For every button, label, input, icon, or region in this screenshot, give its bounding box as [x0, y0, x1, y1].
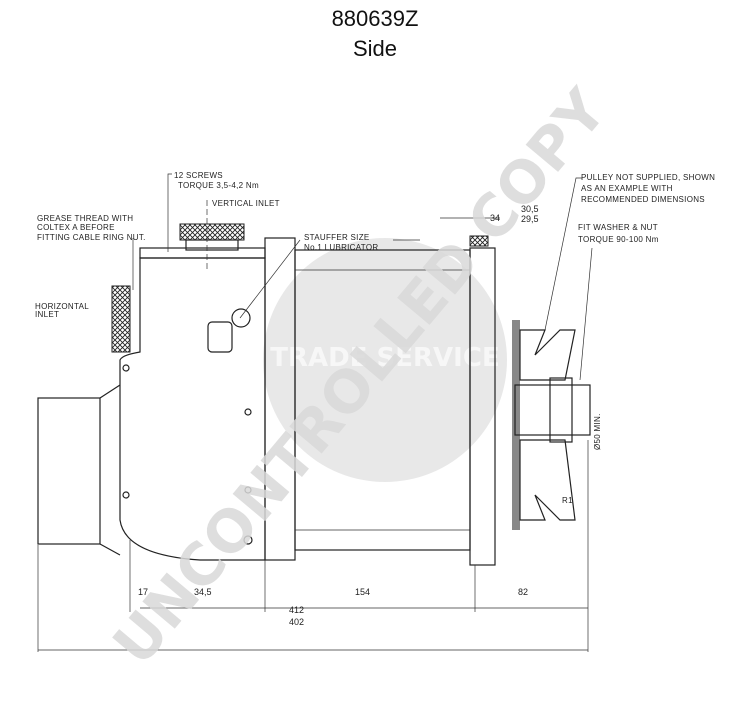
dim-154: 154 — [355, 587, 370, 597]
dim-412: 412 — [289, 605, 304, 615]
view-subtitle: Side — [352, 36, 398, 61]
label-grease-1: GREASE THREAD WITH — [37, 214, 133, 223]
shaft — [514, 384, 591, 436]
label-grease-3: FITTING CABLE RING NUT. — [37, 233, 146, 242]
end-housing — [119, 257, 266, 561]
dim-34-5: 34,5 — [194, 587, 212, 597]
leader-lines — [132, 173, 593, 381]
label-horizontal-1: HORIZONTAL — [35, 302, 89, 311]
alternator-side-view — [37, 200, 591, 566]
label-horizontal-2: INLET — [35, 310, 59, 319]
label-stauffer-1: STAUFFER SIZE — [304, 233, 370, 242]
outlet-nozzle — [37, 397, 101, 545]
label-pulley-2: AS AN EXAMPLE WITH — [581, 184, 673, 193]
shaft-nut — [549, 377, 573, 443]
watermark-seal-text: TRADE SERVICE — [270, 343, 499, 373]
dim-30-5: 30,5 — [521, 204, 539, 214]
label-screws-torque: TORQUE 3,5-4,2 Nm — [178, 181, 259, 190]
label-pulley-1: PULLEY NOT SUPPLIED, SHOWN — [581, 173, 715, 182]
dim-17: 17 — [138, 587, 148, 597]
label-shaft-diameter: Ø50 MIN. — [593, 413, 602, 450]
lubricator — [207, 321, 233, 353]
label-washer-2: TORQUE 90-100 Nm — [578, 235, 659, 244]
pulley-lower — [519, 439, 576, 521]
label-screws-count: 12 SCREWS — [174, 171, 223, 180]
label-grease-2: COLTEX A BEFORE — [37, 223, 115, 232]
label-vertical-inlet: VERTICAL INLET — [212, 199, 280, 208]
watermark-seal: TRADE SERVICE — [263, 238, 507, 482]
label-stauffer-2: No.1 LUBRICATOR — [304, 243, 378, 252]
dim-29-5: 29,5 — [521, 214, 539, 224]
label-pulley-3: RECOMMENDED DIMENSIONS — [581, 195, 705, 204]
dimension-lines — [37, 440, 589, 652]
label-radius: R1 — [562, 496, 573, 505]
vertical-inlet-cap — [179, 223, 245, 241]
label-washer-1: FIT WASHER & NUT — [578, 223, 658, 232]
pulley-face — [512, 320, 520, 530]
dim-402: 402 — [289, 617, 304, 627]
horizontal-inlet-cap — [111, 285, 131, 353]
dim-34: 34 — [490, 213, 500, 223]
part-number-title: 880639Z — [331, 6, 419, 31]
pulley-upper — [519, 329, 576, 381]
dim-82: 82 — [518, 587, 528, 597]
